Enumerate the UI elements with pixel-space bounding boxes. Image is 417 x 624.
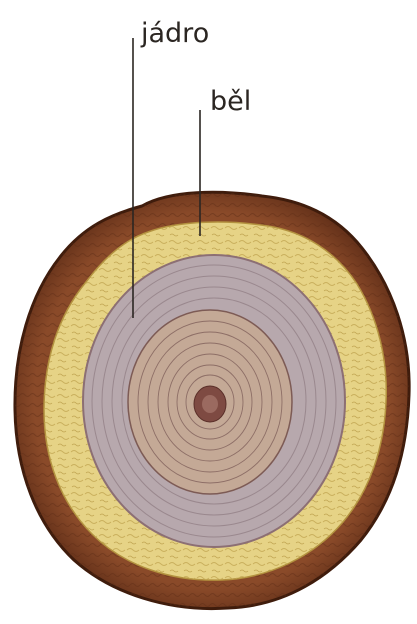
tree-trunk-cross-section (0, 0, 417, 624)
